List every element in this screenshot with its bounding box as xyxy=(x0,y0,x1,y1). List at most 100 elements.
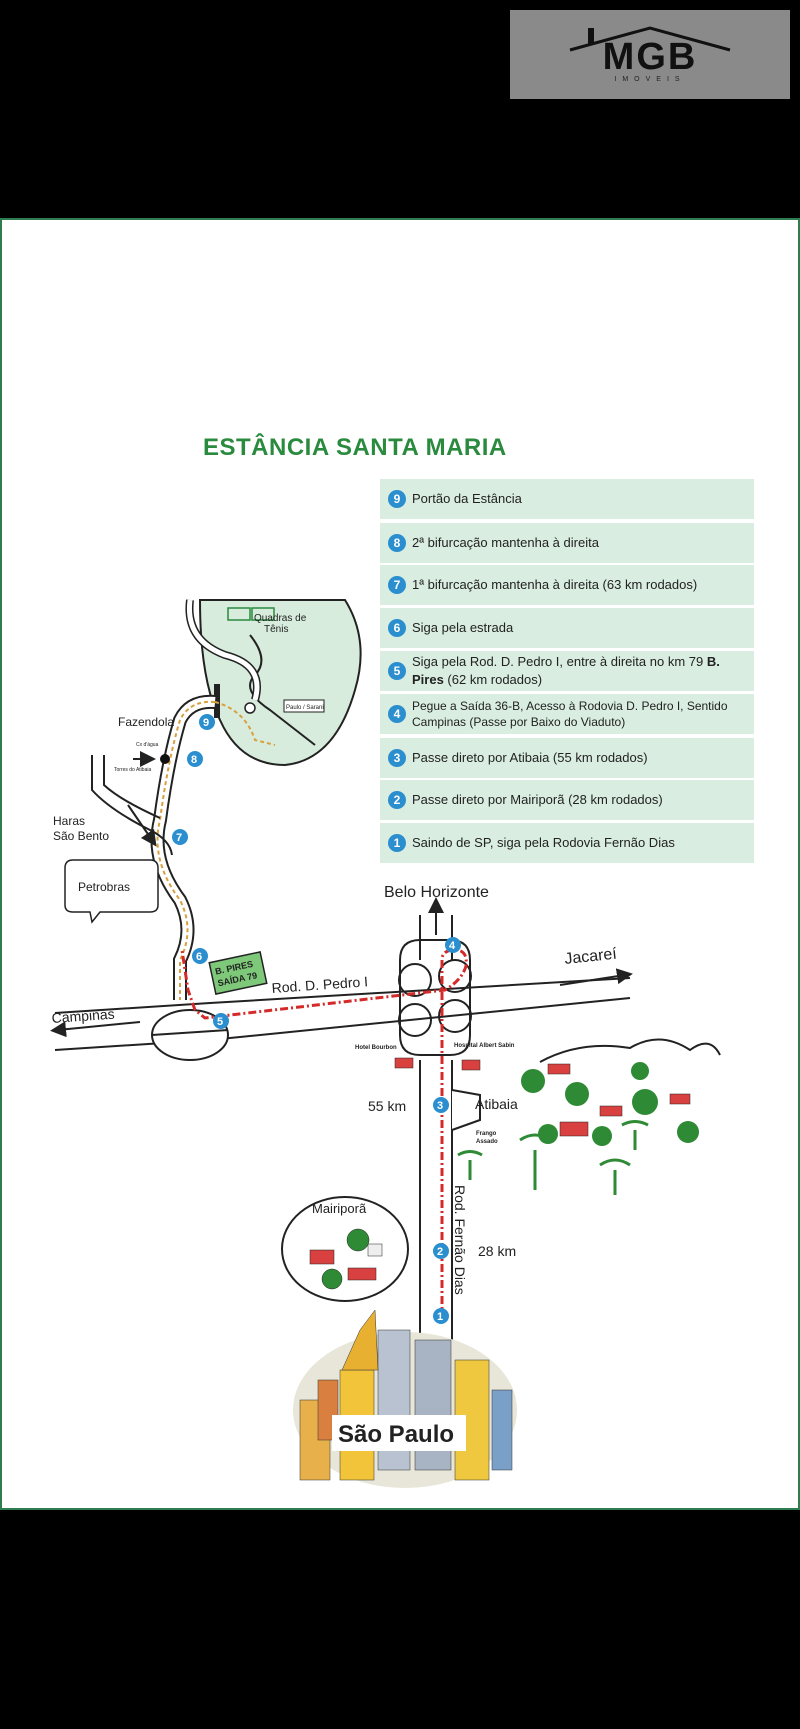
marker-3: 3 xyxy=(433,1097,449,1113)
main-route xyxy=(180,948,468,1320)
step-text: Siga pela Rod. D. Pedro I, entre à direi… xyxy=(412,654,720,687)
side-arrow xyxy=(127,804,157,847)
roundabout-cross xyxy=(151,1029,229,1036)
step-number: 3 xyxy=(388,749,406,767)
marker-1: 1 xyxy=(433,1308,449,1324)
marker-5-label: 5 xyxy=(217,1016,223,1028)
step-text: Passe direto por Mairiporã (28 km rodado… xyxy=(412,792,663,808)
step-number: 1 xyxy=(388,834,406,852)
house-roof-icon xyxy=(569,26,731,52)
cx-agua-label: Cx d'água xyxy=(136,742,159,748)
marker-2: 2 xyxy=(433,1243,449,1259)
km28-label: 28 km xyxy=(478,1243,516,1259)
mairipora-label: Mairiporã xyxy=(312,1201,367,1216)
step-number: 7 xyxy=(388,576,406,594)
atibaia-exit xyxy=(451,1089,481,1131)
marker-1-label: 1 xyxy=(437,1311,443,1323)
route-markers: 1 2 3 4 5 6 7 8 9 xyxy=(172,714,461,1324)
marker-7: 7 xyxy=(172,829,188,845)
gate-icon xyxy=(214,684,220,718)
interchange-square xyxy=(399,939,471,1056)
campinas-arrow xyxy=(50,1021,141,1038)
marker-6: 6 xyxy=(192,948,208,964)
hospital-label: Hospital Albert Sabin xyxy=(454,1043,515,1049)
marker-7-label: 7 xyxy=(176,832,182,844)
bpires-sign: B. PIRES SAÍDA 79 xyxy=(208,951,268,995)
step-3: 3 Passe direto por Atibaia (55 km rodado… xyxy=(380,738,754,778)
tennis-court xyxy=(251,607,275,621)
mairipora-circle xyxy=(281,1196,409,1302)
step-1: 1 Saindo de SP, siga pela Rodovia Fernão… xyxy=(380,823,754,863)
sao-paulo-label: São Paulo xyxy=(338,1421,454,1448)
step-text: Pegue a Saída 36-B, Acesso à Rodovia D. … xyxy=(412,698,728,729)
belo-horizonte-label: Belo Horizonte xyxy=(384,884,489,901)
petrobras-label: Petrobras xyxy=(78,880,130,894)
side-road-2 xyxy=(103,755,161,819)
step-text: Passe direto por Atibaia (55 km rodados) xyxy=(412,750,648,766)
roundabout-small xyxy=(244,702,256,714)
step-number: 2 xyxy=(388,791,406,809)
step-text-bold: B. Pires xyxy=(412,654,720,687)
tenis-label: Tênis xyxy=(264,624,288,635)
tennis-court xyxy=(227,607,251,621)
marker-8-label: 8 xyxy=(191,754,197,766)
marker-2-label: 2 xyxy=(437,1246,443,1258)
marker-6-label: 6 xyxy=(196,951,202,963)
step-4: 4 Pegue a Saída 36-B, Acesso à Rodovia D… xyxy=(380,694,754,734)
interchange xyxy=(398,959,472,1037)
atibaia-hills xyxy=(539,1038,721,1063)
km55-label: 55 km xyxy=(368,1098,406,1114)
step-number: 9 xyxy=(388,490,406,508)
frango-label-1: Frango xyxy=(476,1131,497,1137)
step-text: Siga pela estrada xyxy=(412,620,514,636)
estancia-area xyxy=(198,599,362,767)
step-number: 6 xyxy=(388,619,406,637)
step-5: 5 Siga pela Rod. D. Pedro I, entre à dir… xyxy=(380,651,754,691)
torres-label: Torres do Atibaia xyxy=(114,767,151,773)
marker-4: 4 xyxy=(445,937,461,953)
fazendola-label: Fazendola xyxy=(118,715,174,729)
estancia-road-inner xyxy=(186,599,260,701)
step-text: Saindo de SP, siga pela Rodovia Fernão D… xyxy=(412,835,675,851)
map-card xyxy=(0,218,800,1510)
step-9: 9 Portão da Estância xyxy=(380,479,754,519)
step-text: 2ª bifurcação mantenha à direita xyxy=(412,535,599,551)
haras-label-2: São Bento xyxy=(53,829,109,843)
hotel-bourbon-label: Hotel Bourbon xyxy=(355,1045,397,1051)
dirt-route xyxy=(156,700,216,1000)
step-text: 1ª bifurcação mantenha à direita (63 km … xyxy=(412,577,698,593)
marker-8: 8 xyxy=(187,751,203,767)
sao-paulo-label-box xyxy=(332,1415,466,1451)
paulo-sarani-box xyxy=(283,699,325,713)
paulo-sarani-label: Paulo / Sarani xyxy=(286,705,324,711)
step-8: 8 2ª bifurcação mantenha à direita xyxy=(380,523,754,563)
rod-fernao-label: Rod. Fernão Dias xyxy=(452,1185,468,1295)
building-icons xyxy=(394,1057,691,1137)
rod-dom-pedro-upper xyxy=(54,977,631,1014)
step-6: 6 Siga pela estrada xyxy=(380,608,754,648)
jacarei-label: Jacareí xyxy=(564,946,619,968)
marker-4-label: 4 xyxy=(449,940,456,952)
page-title: ESTÂNCIA SANTA MARIA xyxy=(203,434,507,461)
marker-9-label: 9 xyxy=(203,717,209,729)
mgb-logo: MGB IMOVEIS xyxy=(510,10,790,99)
step-text: Portão da Estância xyxy=(412,491,522,507)
petrobras-bubble xyxy=(64,859,159,924)
campinas-label: Campinas xyxy=(51,1006,115,1026)
rod-pedro-label: Rod. D. Pedro I xyxy=(271,973,368,996)
logo-brand: MGB xyxy=(602,36,698,78)
marker-3-label: 3 xyxy=(437,1100,443,1112)
estancia-route xyxy=(214,701,276,746)
step-number: 8 xyxy=(388,534,406,552)
jacarei-arrow xyxy=(559,968,633,986)
step-number: 5 xyxy=(388,662,406,680)
quadras-label: Quadras de xyxy=(254,613,307,624)
rod-dom-pedro-lower xyxy=(54,997,631,1051)
marker-9: 9 xyxy=(199,714,215,730)
trees xyxy=(521,1062,699,1146)
atibaia-label: Atibaia xyxy=(475,1096,518,1112)
palm-trees xyxy=(457,1120,649,1195)
water-tank-icon xyxy=(160,754,170,764)
frango-label-2: Assado xyxy=(476,1139,498,1145)
